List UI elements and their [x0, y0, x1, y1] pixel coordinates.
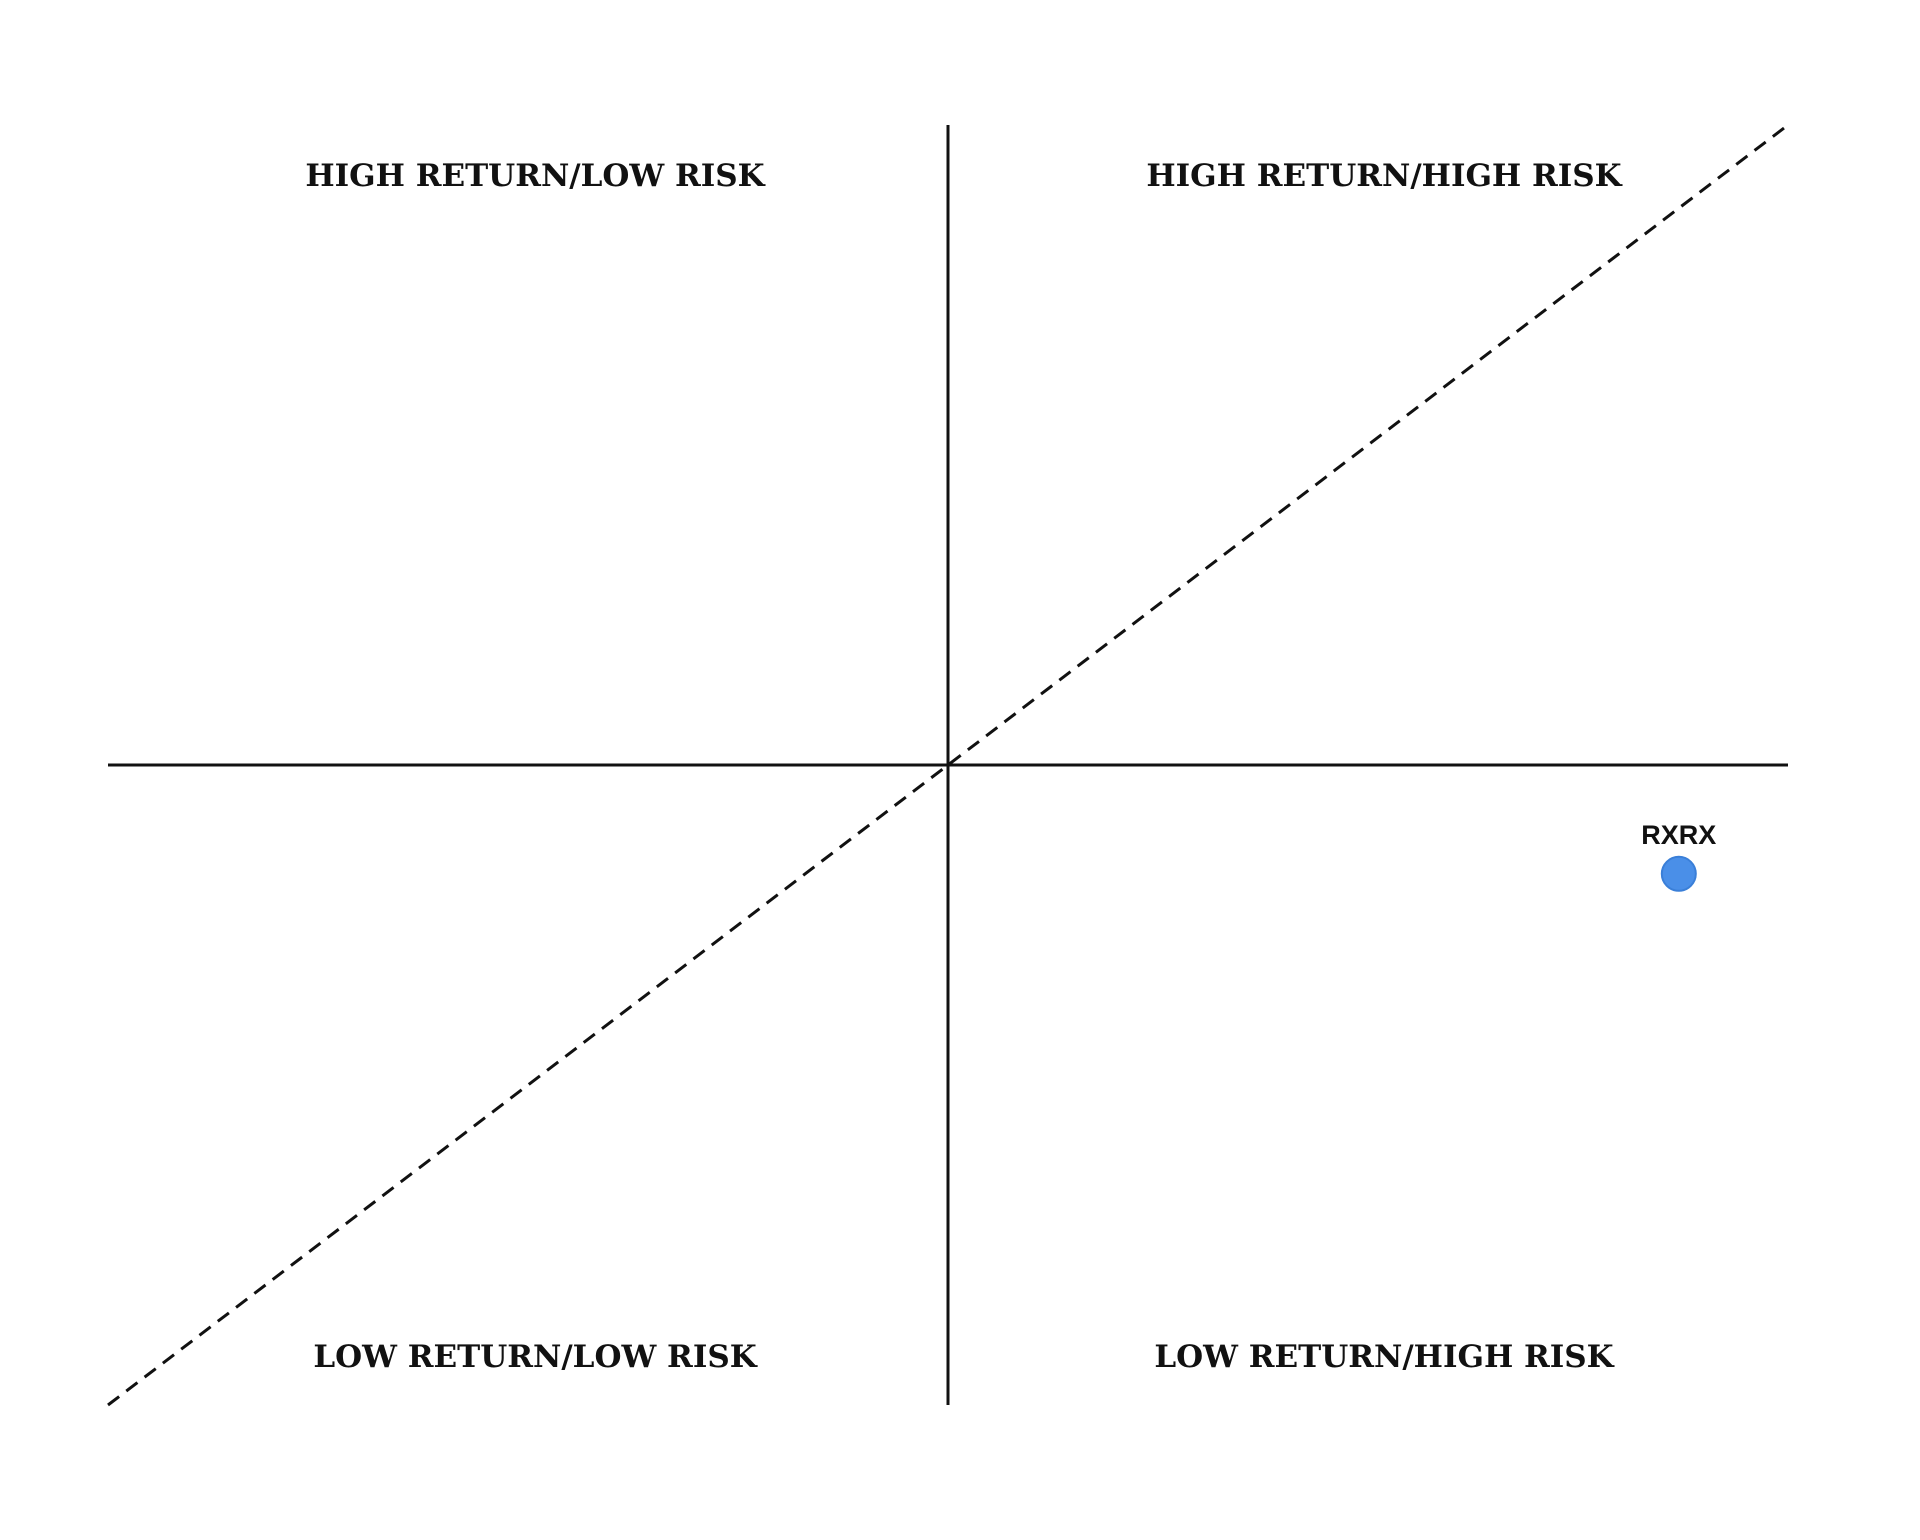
quadrant-label-bottom-left: LOW RETURN/LOW RISK — [313, 1339, 757, 1375]
quadrant-label-top-right: HIGH RETURN/HIGH RISK — [1146, 158, 1622, 194]
diagonal-reference-line — [107, 123, 1789, 1407]
quadrant-label-bottom-right: LOW RETURN/HIGH RISK — [1154, 1339, 1614, 1375]
data-point-rxrx — [1660, 855, 1697, 892]
quadrant-label-top-left: HIGH RETURN/LOW RISK — [305, 158, 765, 194]
data-point-label: RXRX — [1641, 820, 1716, 850]
